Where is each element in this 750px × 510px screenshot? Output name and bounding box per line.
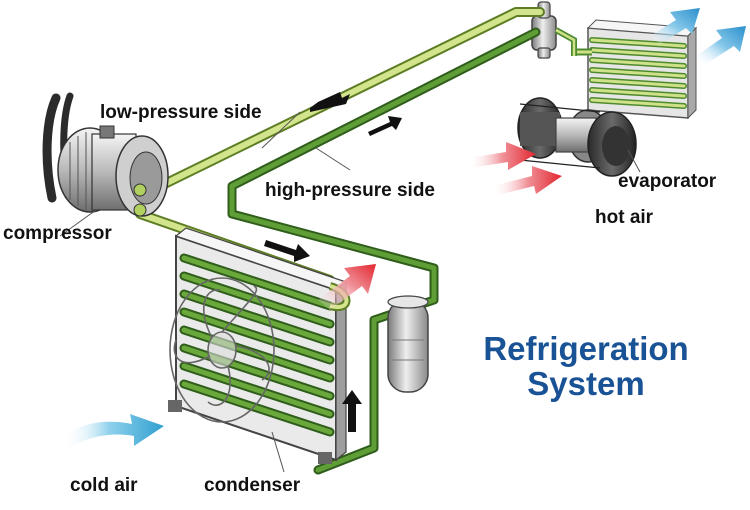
cold-air-label: cold air bbox=[70, 475, 138, 496]
condenser-icon bbox=[168, 227, 351, 464]
flow-arrow-liquid bbox=[342, 390, 362, 432]
cold-air-arrows-evaporator bbox=[650, 8, 746, 64]
hot-air-arrow-condenser bbox=[318, 264, 376, 310]
condenser-label: condenser bbox=[204, 475, 301, 496]
title-line-2: System bbox=[527, 364, 645, 402]
flow-arrow-high bbox=[368, 116, 402, 136]
leader-lines bbox=[59, 111, 641, 473]
fan-icon bbox=[169, 277, 275, 423]
low-pressure-label: low-pressure side bbox=[100, 102, 262, 123]
evaporator-icon bbox=[572, 19, 698, 120]
flow-arrow-low bbox=[310, 92, 350, 112]
expansion-valve-icon bbox=[531, 1, 577, 59]
high-pressure-line bbox=[227, 27, 541, 475]
blower-icon bbox=[517, 97, 637, 177]
receiver-drier-icon bbox=[387, 295, 429, 393]
low-pressure-line bbox=[135, 7, 545, 201]
flow-arrow-discharge bbox=[264, 240, 310, 262]
compressor-label: compressor bbox=[3, 223, 112, 244]
diagram-title: Refrigeration System bbox=[456, 330, 716, 402]
hot-air-arrows-evaporator bbox=[468, 142, 562, 196]
compressor-icon bbox=[42, 92, 169, 217]
high-pressure-label: high-pressure side bbox=[265, 180, 435, 201]
title-line-1: Refrigeration bbox=[483, 330, 689, 367]
evaporator-label: evaporator bbox=[618, 171, 717, 192]
cold-air-arrow-condenser bbox=[64, 414, 164, 448]
hot-air-label: hot air bbox=[595, 207, 654, 228]
